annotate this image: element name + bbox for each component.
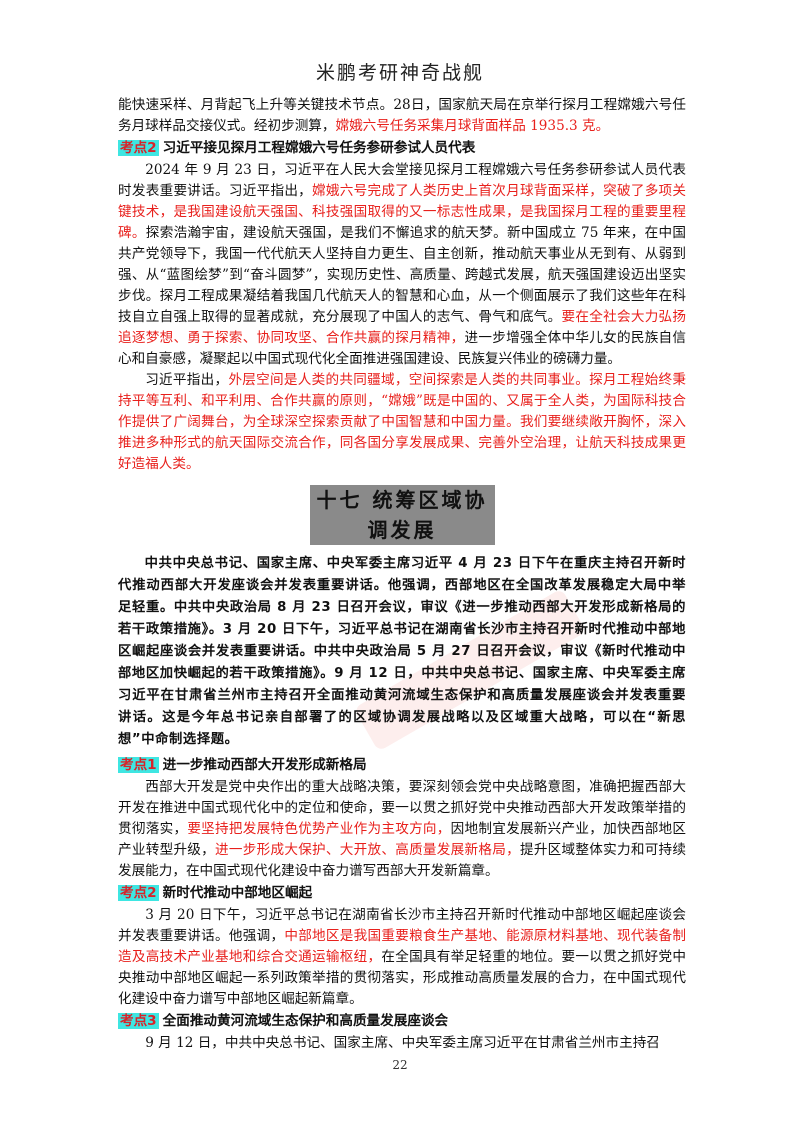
main-content: 能快速采样、月背起飞上升等关键技术节点。28日，国家航天局在京举行探月工程嫦娥六… bbox=[118, 95, 686, 1054]
paragraph-space-cooperation: 习近平指出，外层空间是人类的共同疆域，空间探索是人类的共同事业。探月工程始终秉持… bbox=[118, 372, 687, 472]
paragraph-chang-e6-meeting: 2024 年 9 月 23 日，习近平在人民大会堂接见探月工程嫦娥六号任务参研参… bbox=[118, 162, 687, 367]
running-header-title: 米鹏考研神奇战舰 bbox=[315, 62, 484, 84]
exam-point-tag: 考点2 bbox=[118, 140, 159, 156]
exam-point-title: 全面推动黄河流域生态保护和高质量发展座谈会 bbox=[162, 1013, 449, 1029]
section-lead-paragraph: 中共中央总书记、国家主席、中央军委主席习近平 4 月 23 日下午在重庆主持召开… bbox=[118, 556, 686, 747]
section-heading: 十七 统筹区域协调发展 bbox=[309, 485, 495, 545]
exam-point-title: 新时代推动中部地区崛起 bbox=[162, 885, 313, 901]
page-number: 22 bbox=[392, 1058, 408, 1072]
paragraph-western-development: 西部大开发是党中央作出的重大战略决策，要深刻领会党中央战略意图，准确把握西部大开… bbox=[118, 779, 687, 879]
paragraph-central-region: 3 月 20 日下午，习近平总书记在湖南省长沙市主持召开新时代推动中部地区崛起座… bbox=[118, 907, 687, 1007]
exam-point-tag: 考点1 bbox=[118, 757, 159, 773]
paragraph-yellow-river: 9 月 12 日，中共中央总书记、国家主席、中央军委主席习近平在甘肃省兰州市主持… bbox=[145, 1035, 660, 1051]
exam-point-tag: 考点2 bbox=[118, 885, 159, 901]
exam-point-title: 进一步推动西部大开发形成新格局 bbox=[162, 757, 367, 773]
exam-point-title: 习近平接见探月工程嫦娥六号任务参研参试人员代表 bbox=[162, 140, 476, 156]
intro-paragraph: 能快速采样、月背起飞上升等关键技术节点。28日，国家航天局在京举行探月工程嫦娥六… bbox=[118, 97, 686, 134]
exam-point-tag: 考点3 bbox=[118, 1013, 159, 1029]
